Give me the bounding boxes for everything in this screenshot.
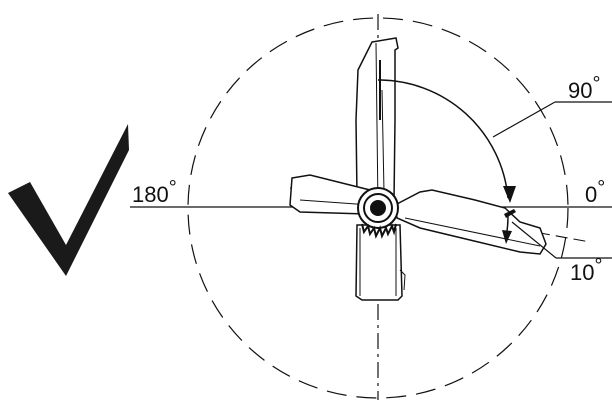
mount-bracket [355, 224, 406, 301]
checkmark-icon [8, 124, 129, 276]
rotation-arc-90 [377, 79, 612, 203]
label-180-degrees: 180° [132, 177, 177, 207]
label-90-degrees: 90° [568, 73, 600, 103]
pivot-knob [357, 187, 399, 239]
device-upright [355, 37, 399, 219]
label-10-degrees: 10° [570, 255, 602, 285]
rotation-range-circle [187, 17, 569, 399]
rotation-arc-10 [502, 209, 612, 259]
label-0-degrees: 0° [585, 177, 605, 207]
